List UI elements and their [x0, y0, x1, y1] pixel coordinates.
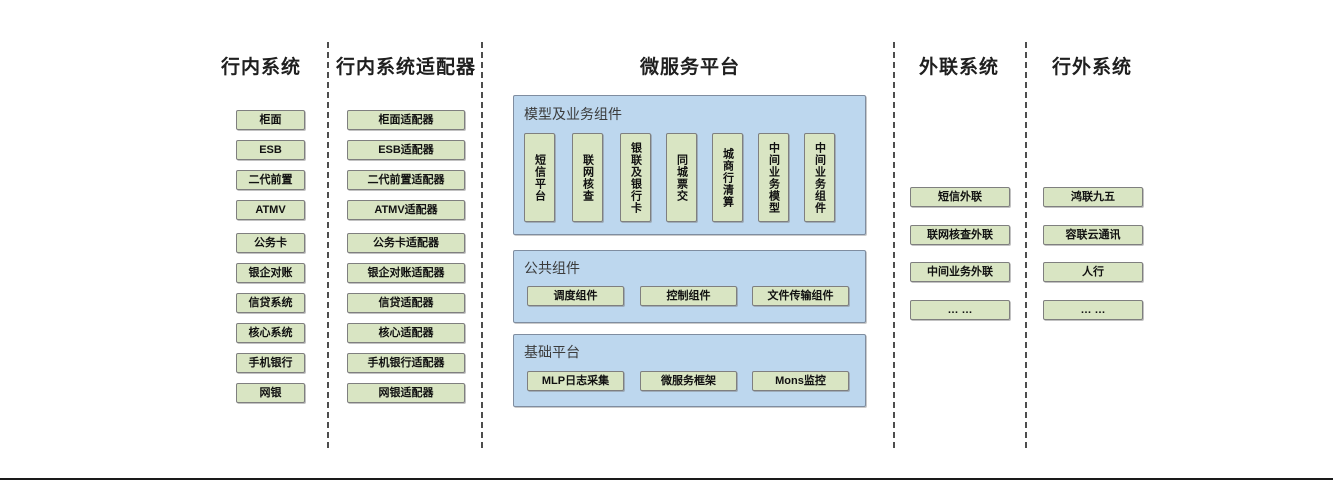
- node-outside-system[interactable]: 鸿联九五: [1043, 187, 1143, 207]
- column-title-microservice-platform: 微服务平台: [639, 57, 740, 78]
- node-outside-system[interactable]: 人行: [1043, 262, 1143, 282]
- node-public-component[interactable]: 调度组件: [527, 286, 624, 306]
- node-internal-system[interactable]: 手机银行: [236, 353, 305, 373]
- panel-label-model-business-components: 模型及业务组件: [524, 106, 622, 122]
- node-model-component[interactable]: 联网核查: [572, 133, 603, 222]
- column-divider-1: [327, 42, 329, 448]
- node-internal-adapter[interactable]: ATMV适配器: [347, 200, 465, 220]
- node-internal-adapter[interactable]: 银企对账适配器: [347, 263, 465, 283]
- node-model-component[interactable]: 短信平台: [524, 133, 555, 222]
- node-external-link-system[interactable]: 短信外联: [910, 187, 1010, 207]
- node-internal-system[interactable]: 柜面: [236, 110, 305, 130]
- node-outside-system[interactable]: … …: [1043, 300, 1143, 320]
- node-internal-system[interactable]: ATMV: [236, 200, 305, 220]
- node-model-component[interactable]: 中间业务组件: [804, 133, 835, 222]
- node-model-component[interactable]: 中间业务模型: [758, 133, 789, 222]
- node-internal-system[interactable]: 银企对账: [236, 263, 305, 283]
- panel-base-platform: [513, 334, 866, 407]
- panel-label-base-platform: 基础平台: [524, 344, 580, 360]
- panel-label-public-components: 公共组件: [524, 260, 580, 276]
- node-internal-system[interactable]: ESB: [236, 140, 305, 160]
- column-title-internal-systems: 行内系统: [220, 57, 301, 78]
- node-internal-adapter[interactable]: 信贷适配器: [347, 293, 465, 313]
- column-title-internal-adapters: 行内系统适配器: [335, 57, 476, 78]
- node-model-component[interactable]: 银联及银行卡: [620, 133, 651, 222]
- node-external-link-system[interactable]: … …: [910, 300, 1010, 320]
- node-internal-system[interactable]: 公务卡: [236, 233, 305, 253]
- node-public-component[interactable]: 控制组件: [640, 286, 737, 306]
- node-base-platform-component[interactable]: Mons监控: [752, 371, 849, 391]
- column-divider-3: [893, 42, 895, 448]
- node-internal-system[interactable]: 二代前置: [236, 170, 305, 190]
- node-internal-adapter[interactable]: 手机银行适配器: [347, 353, 465, 373]
- node-base-platform-component[interactable]: MLP日志采集: [527, 371, 624, 391]
- column-title-outside-systems: 行外系统: [1051, 57, 1132, 78]
- column-divider-4: [1025, 42, 1027, 448]
- node-internal-adapter[interactable]: 公务卡适配器: [347, 233, 465, 253]
- node-public-component[interactable]: 文件传输组件: [752, 286, 849, 306]
- column-divider-2: [481, 42, 483, 448]
- column-title-external-link-systems: 外联系统: [918, 57, 999, 78]
- node-internal-adapter[interactable]: 二代前置适配器: [347, 170, 465, 190]
- node-internal-system[interactable]: 网银: [236, 383, 305, 403]
- bottom-divider: [0, 478, 1333, 480]
- node-internal-system[interactable]: 核心系统: [236, 323, 305, 343]
- node-internal-adapter[interactable]: ESB适配器: [347, 140, 465, 160]
- node-model-component[interactable]: 城商行清算: [712, 133, 743, 222]
- node-internal-adapter[interactable]: 网银适配器: [347, 383, 465, 403]
- node-internal-system[interactable]: 信贷系统: [236, 293, 305, 313]
- node-model-component[interactable]: 同城票交: [666, 133, 697, 222]
- node-outside-system[interactable]: 容联云通讯: [1043, 225, 1143, 245]
- node-internal-adapter[interactable]: 核心适配器: [347, 323, 465, 343]
- node-external-link-system[interactable]: 中间业务外联: [910, 262, 1010, 282]
- node-internal-adapter[interactable]: 柜面适配器: [347, 110, 465, 130]
- node-external-link-system[interactable]: 联网核查外联: [910, 225, 1010, 245]
- node-base-platform-component[interactable]: 微服务框架: [640, 371, 737, 391]
